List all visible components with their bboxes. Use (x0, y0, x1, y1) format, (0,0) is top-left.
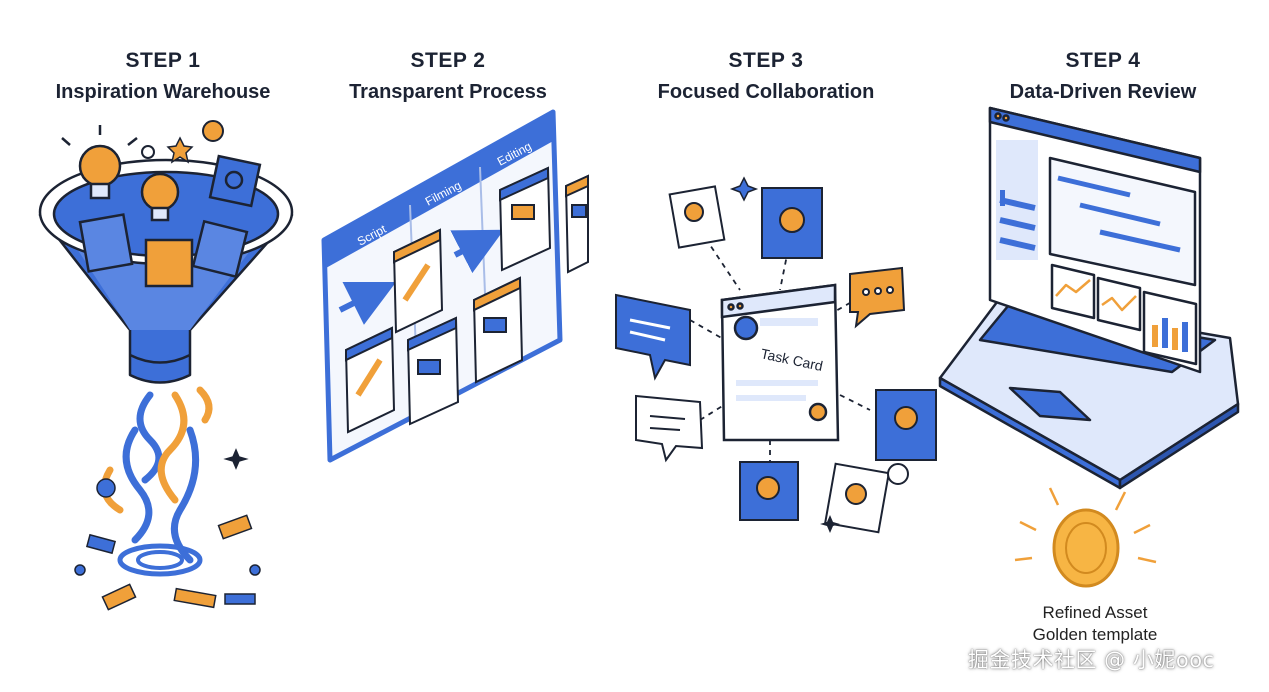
laptop-dashboard-icon (938, 106, 1240, 490)
watermark-text: 掘金技术社区 @ 小妮ooc (968, 648, 1215, 672)
step-2-title: Transparent Process (349, 81, 547, 103)
task-card-camera-icon (406, 166, 589, 426)
confetti-icon (74, 448, 261, 611)
step-4-title: Data-Driven Review (1009, 81, 1197, 103)
user-avatar-icon (668, 185, 937, 534)
sticky-note-icon (208, 154, 262, 208)
step-3-title: Focused Collaboration (657, 81, 875, 103)
gold-coin-icon (1014, 487, 1157, 588)
step-3-number: STEP 3 (728, 49, 804, 72)
step-2-header: STEP 2 Transparent Process (298, 46, 598, 108)
task-card-window (720, 283, 840, 442)
refined-asset-label: Refined Asset (1042, 603, 1148, 622)
golden-template-label: Golden template (1032, 625, 1158, 644)
chat-bubble-icon (615, 266, 909, 485)
task-card-pencil-icon (344, 228, 444, 434)
step-1-number: STEP 1 (125, 49, 201, 72)
step-1-title: Inspiration Warehouse (55, 81, 271, 103)
sticky-note-icon (78, 213, 249, 288)
lightbulb-icon (61, 125, 138, 200)
step-3-header: STEP 3 Focused Collaboration (616, 46, 916, 108)
lightbulb-icon (140, 172, 180, 222)
ribbon-stream-icon (100, 386, 213, 577)
step-4-number: STEP 4 (1065, 49, 1141, 72)
step-4-header: STEP 4 Data-Driven Review (953, 46, 1253, 108)
step-2-number: STEP 2 (410, 49, 486, 72)
step-1-header: STEP 1 Inspiration Warehouse (13, 46, 313, 108)
